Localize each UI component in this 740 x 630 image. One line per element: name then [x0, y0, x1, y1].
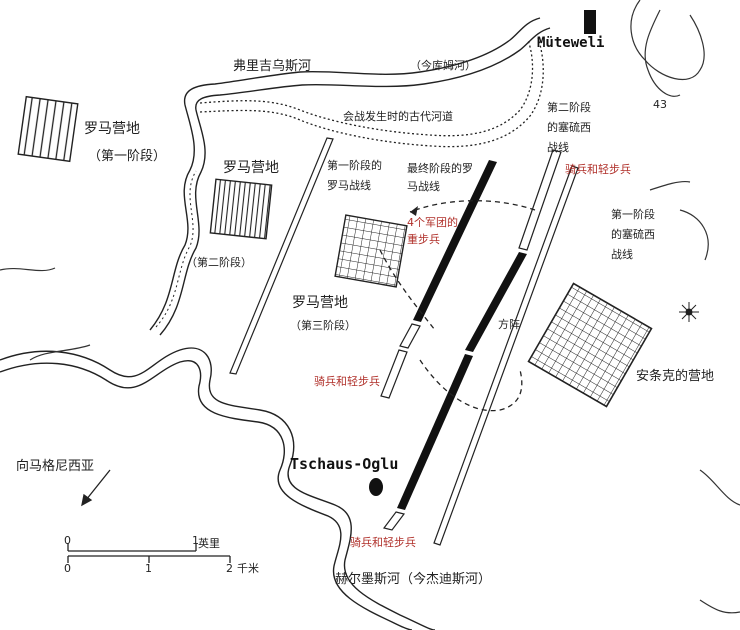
tschaus-oglu-marker — [369, 478, 383, 496]
label-seleucid-p1-b: 的塞硫西 — [611, 228, 655, 241]
label-ancient-riverbed: 会战发生时的古代河道 — [343, 110, 453, 123]
label-seleucid-p2-b: 的塞硫西 — [547, 121, 591, 134]
label-hermus: 赫尔墨斯河（今杰迪斯河） — [335, 572, 492, 587]
label-magnesia: 向马格尼西亚 — [16, 459, 95, 474]
label-roman-line-p1-a: 第一阶段的 — [327, 159, 382, 172]
movement-arrowhead — [410, 206, 418, 216]
label-hill: 43 — [653, 98, 667, 111]
label-tschaus-oglu: Tschaus-Oglu — [290, 455, 399, 473]
roman-camp-phase2 — [209, 178, 273, 240]
ancient-riverbed — [199, 37, 544, 148]
scale-tick-1-km: 1 — [145, 562, 152, 575]
seleucid-line-phase2 — [382, 149, 562, 531]
label-muteweli: Müteweli — [537, 35, 605, 51]
label-frigidus: 弗里吉乌斯河 — [233, 59, 312, 74]
label-cav-light-top: 骑兵和轻步兵 — [565, 163, 631, 176]
label-scale-km: 千米 — [237, 562, 259, 575]
label-cav-light-bottom: 骑兵和轻步兵 — [350, 536, 416, 549]
label-seleucid-p1-a: 第一阶段 — [611, 208, 655, 221]
star-marker — [679, 302, 699, 322]
label-seleucid-p2-c: 战线 — [547, 141, 569, 154]
label-seleucid-p1-c: 战线 — [611, 248, 633, 261]
movement-arrows — [379, 200, 536, 412]
label-scale-mile: 英里 — [198, 537, 220, 550]
label-square: 方阵 — [498, 318, 520, 331]
scale-tick-1-mile: 1 — [192, 534, 199, 547]
roman-camp-phase1 — [17, 95, 79, 163]
label-antiochus-camp: 安条克的营地 — [636, 369, 715, 384]
label-roman-line-p1-b: 罗马战线 — [327, 179, 371, 192]
label-phase3: （第三阶段） — [290, 319, 356, 332]
label-camp-phase1: 罗马营地 — [84, 121, 140, 137]
label-roman-line-final-b: 马战线 — [407, 180, 440, 193]
frigidus-river — [149, 17, 551, 336]
roman-camp-phase3 — [334, 214, 408, 288]
label-camp-phase2: 罗马营地 — [223, 160, 279, 176]
label-legions-a: 4个军团的 — [407, 216, 458, 229]
magnesia-arrow — [81, 469, 111, 507]
seleucid-line-phase1 — [433, 165, 579, 546]
label-phase2: （第二阶段） — [186, 256, 252, 269]
roman-line-final — [380, 160, 497, 399]
scale-tick-2-km: 2 — [226, 562, 233, 575]
scale-tick-0-mile: 0 — [64, 534, 71, 547]
label-camp-phase3: 罗马营地 — [292, 295, 348, 311]
antiochus-camp — [527, 282, 653, 408]
label-frigidus-modern: （今库姆河） — [410, 59, 476, 72]
roman-line-phase1 — [229, 137, 334, 375]
label-cav-light-left: 骑兵和轻步兵 — [314, 375, 380, 388]
muteweli-marker — [584, 10, 596, 34]
scale-tick-0-km: 0 — [64, 562, 71, 575]
terrain-lines — [0, 0, 740, 614]
label-phase1: （第一阶段） — [88, 149, 167, 164]
hermus-river — [0, 347, 436, 630]
scale-bar — [67, 543, 231, 563]
label-roman-line-final-a: 最终阶段的罗 — [407, 162, 473, 175]
label-seleucid-p2-a: 第二阶段 — [547, 101, 591, 114]
label-legions-b: 重步兵 — [407, 233, 440, 246]
